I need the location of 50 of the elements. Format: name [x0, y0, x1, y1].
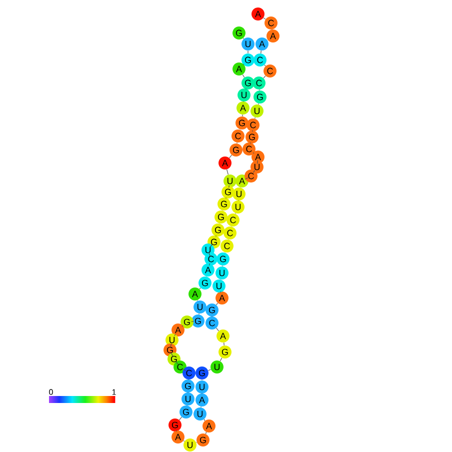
scale-label: 0: [49, 389, 53, 395]
backbone-line: [252, 130, 253, 132]
node-label: C: [208, 256, 214, 262]
backbone-line: [183, 368, 186, 372]
node-label: C: [250, 122, 256, 128]
backbone-line: [220, 358, 222, 362]
backbone-line: [170, 352, 174, 356]
node-label: C: [256, 80, 262, 86]
backbone-line: [208, 263, 210, 266]
backbone-line: [182, 325, 184, 327]
backbone-line: [252, 152, 254, 154]
backbone-line: [242, 74, 245, 78]
node-label: A: [205, 266, 211, 274]
backbone-line: [242, 114, 243, 117]
node-label: G: [244, 80, 251, 86]
node-label: G: [244, 56, 251, 64]
backbone-line: [264, 64, 266, 66]
backbone-line: [263, 76, 266, 78]
backbone-line: [229, 154, 232, 158]
backbone-line: [208, 369, 212, 371]
scale-label: 1: [112, 389, 116, 395]
backbone-line: [252, 170, 256, 173]
backbone-line: [170, 343, 172, 347]
backbone-line: [179, 416, 182, 420]
node-label: U: [205, 246, 211, 254]
backbone-line: [228, 185, 230, 188]
backbone-line: [226, 169, 229, 175]
backbone-line: [176, 361, 178, 365]
backbone-line: [204, 419, 206, 421]
node-label: G: [238, 120, 245, 126]
backbone-line: [257, 160, 258, 164]
node-label: U: [254, 164, 260, 170]
backbone-line: [205, 432, 207, 434]
backbone-line: [191, 321, 194, 322]
node-label: A: [239, 178, 245, 184]
backbone-line: [254, 117, 256, 119]
backbone-line: [216, 302, 218, 306]
backbone-line: [210, 244, 212, 248]
node-label: C: [257, 56, 263, 64]
node-label: U: [227, 178, 233, 184]
backbone-line: [263, 18, 266, 20]
backbone-line: [244, 177, 248, 180]
node-label: A: [255, 154, 261, 160]
node-label: G: [224, 188, 231, 196]
backbone-line: [174, 334, 176, 336]
node-label: U: [236, 190, 242, 198]
backbone-line: [208, 252, 210, 257]
backbone-line: [199, 288, 201, 290]
backbone-line: [260, 50, 262, 54]
backbone-line: [216, 328, 219, 332]
